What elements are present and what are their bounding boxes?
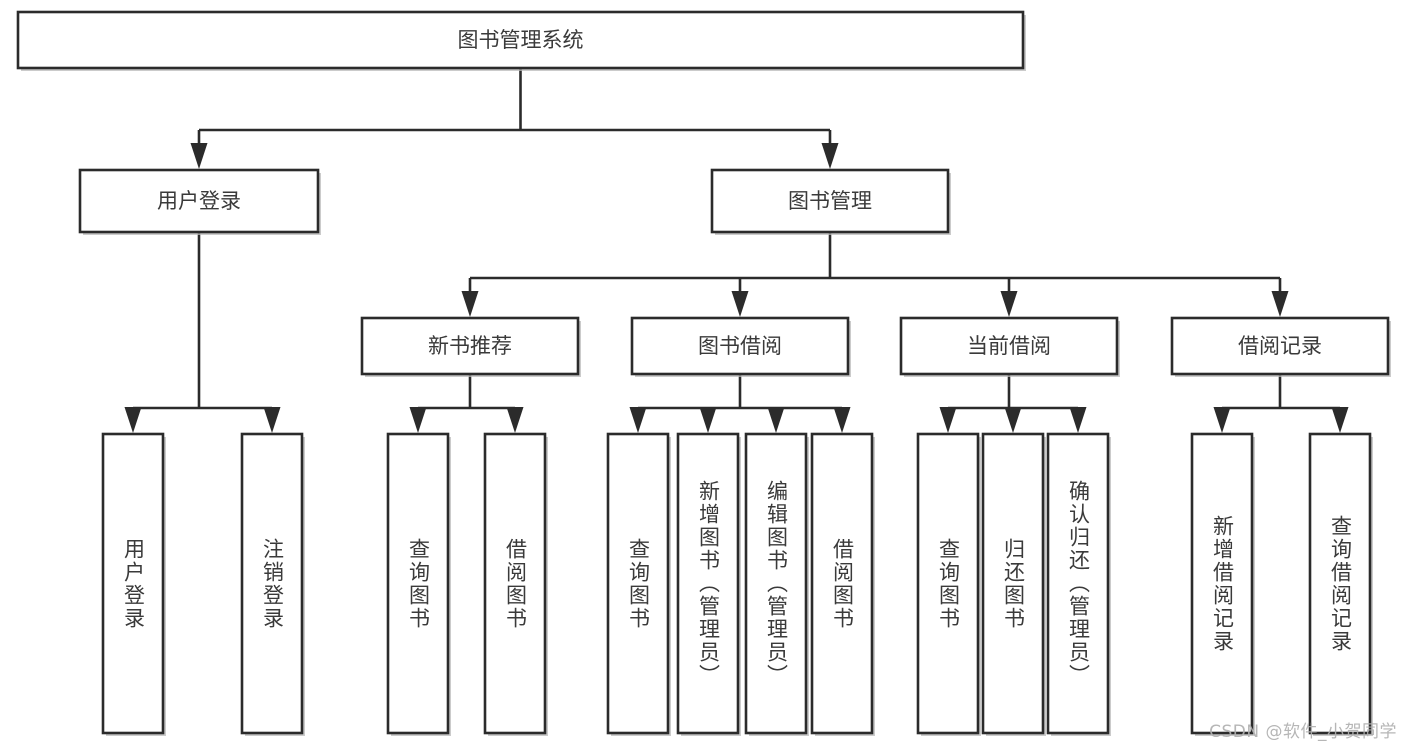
node-leaf-2[interactable] — [240, 432, 305, 736]
node-leaf-11[interactable] — [1046, 432, 1111, 736]
watermark-text: CSDN @软件_小贺同学 — [1209, 722, 1397, 742]
node-leaf-9[interactable] — [916, 432, 981, 736]
arrow-head-icon — [833, 407, 851, 433]
arrow-head-icon — [409, 407, 427, 433]
node-box — [1190, 432, 1254, 735]
node-leaf-5[interactable] — [606, 432, 671, 736]
node-box — [1170, 316, 1390, 376]
node-box — [1046, 432, 1110, 735]
node-box — [1308, 432, 1372, 735]
node-l3-2[interactable]: 图书借阅 — [630, 316, 851, 377]
node-box — [710, 168, 950, 234]
node-box — [916, 432, 980, 735]
node-leaf-1[interactable] — [101, 432, 166, 736]
node-box — [744, 432, 808, 735]
node-leaf-7[interactable] — [744, 432, 809, 736]
connector-layer — [124, 68, 1349, 433]
node-l2-1[interactable]: 用户登录 — [78, 168, 321, 235]
node-box — [386, 432, 450, 735]
arrow-head-icon — [1004, 407, 1022, 433]
node-l3-4[interactable]: 借阅记录 — [1170, 316, 1391, 377]
node-leaf-13[interactable] — [1308, 432, 1373, 736]
node-leaf-8[interactable] — [810, 432, 875, 736]
node-leaf-12[interactable] — [1190, 432, 1255, 736]
node-label: 图书管理系统 — [458, 28, 584, 52]
arrow-head-icon — [1331, 407, 1349, 433]
arrow-head-icon — [939, 407, 957, 433]
node-box — [240, 432, 304, 735]
node-leaf-4[interactable] — [483, 432, 548, 736]
node-leaf-6[interactable] — [676, 432, 741, 736]
node-box — [810, 432, 874, 735]
node-leaf-10[interactable] — [981, 432, 1046, 736]
node-box — [483, 432, 547, 735]
node-label: 当前借阅 — [967, 334, 1051, 358]
node-box — [630, 316, 850, 376]
node-box — [360, 316, 580, 376]
arrow-head-icon — [124, 407, 142, 433]
arrow-head-icon — [461, 291, 479, 317]
arrow-head-icon — [699, 407, 717, 433]
arrow-head-icon — [506, 407, 524, 433]
arrow-head-icon — [263, 407, 281, 433]
node-l3-1[interactable]: 新书推荐 — [360, 316, 581, 377]
arrow-head-icon — [1000, 291, 1018, 317]
node-root[interactable]: 图书管理系统 — [16, 10, 1026, 71]
node-box — [981, 432, 1045, 735]
arrow-head-icon — [629, 407, 647, 433]
node-l2-2[interactable]: 图书管理 — [710, 168, 951, 235]
node-box — [78, 168, 320, 234]
node-box — [606, 432, 670, 735]
node-leaf-3[interactable] — [386, 432, 451, 736]
arrow-head-icon — [821, 143, 839, 169]
arrow-head-icon — [767, 407, 785, 433]
node-l3-3[interactable]: 当前借阅 — [899, 316, 1120, 377]
arrow-head-icon — [1271, 291, 1289, 317]
node-box — [16, 10, 1025, 70]
arrow-head-icon — [1213, 407, 1231, 433]
node-label: 用户登录 — [157, 189, 241, 213]
node-box — [101, 432, 165, 735]
arrow-head-icon — [731, 291, 749, 317]
node-label: 图书借阅 — [698, 334, 782, 358]
node-label: 借阅记录 — [1238, 334, 1322, 358]
arrow-head-icon — [1069, 407, 1087, 433]
node-box — [899, 316, 1119, 376]
node-label: 新书推荐 — [428, 334, 512, 358]
node-label: 图书管理 — [788, 189, 872, 213]
arrow-head-icon — [190, 143, 208, 169]
node-box — [676, 432, 740, 735]
